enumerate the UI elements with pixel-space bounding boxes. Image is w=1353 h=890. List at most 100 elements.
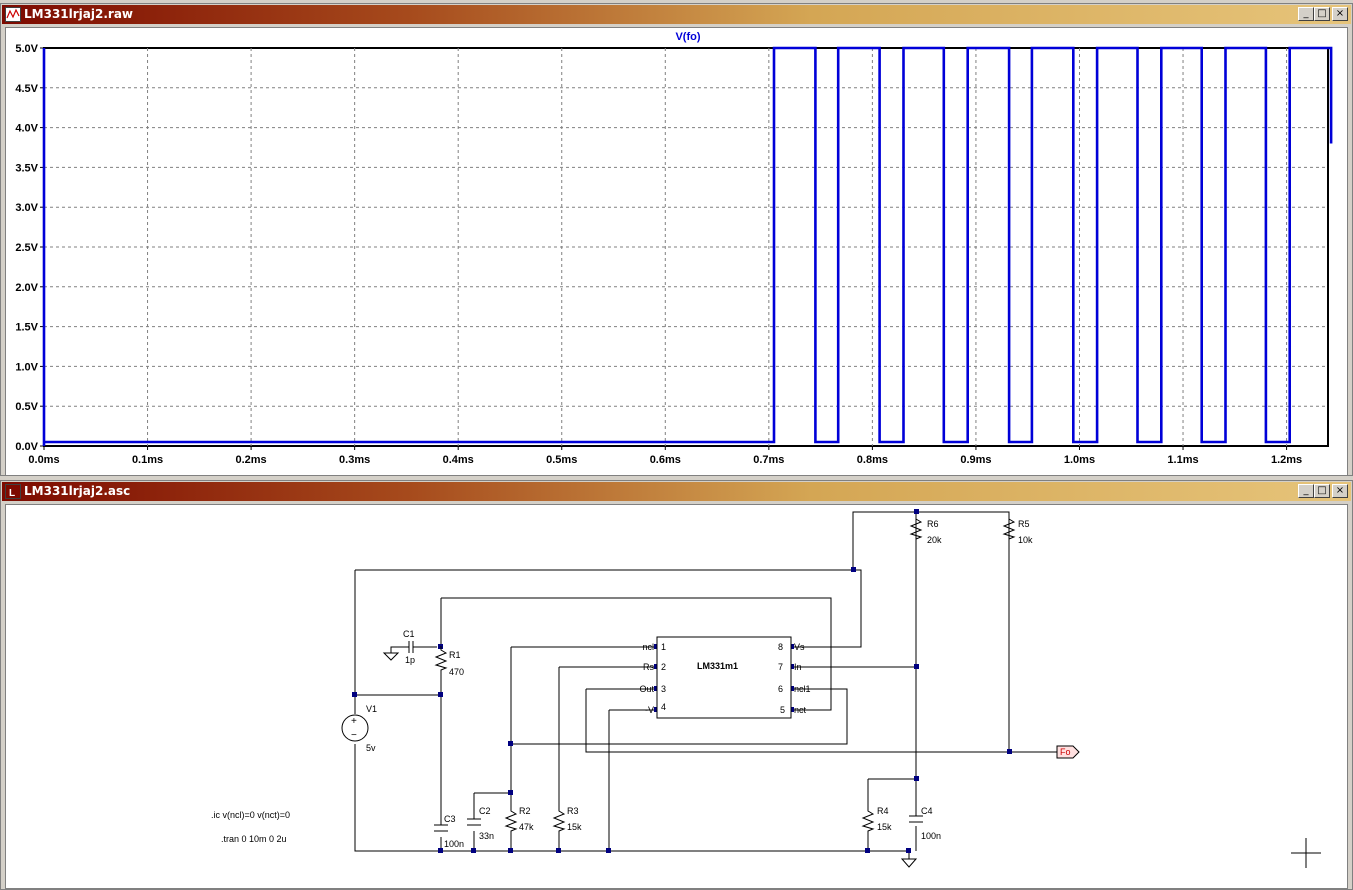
net-label-fo[interactable]: Fo [1056,745,1080,759]
maximize-button[interactable]: □ [1314,7,1330,21]
y-tick-label: 1.5V [15,322,38,334]
waveform-window-title: LM331lrjaj2.raw [24,7,134,21]
junction-dots [352,509,1012,853]
y-tick-label: 5.0V [15,43,38,55]
trace-v-fo[interactable] [42,46,1333,446]
ic-pin-label: In [794,662,802,672]
ic-pin-label: ncl1 [794,684,811,694]
schematic-window-title: LM331lrjaj2.asc [24,484,131,498]
r5-value: 10k [1018,535,1033,545]
x-tick-label: 0.1ms [132,454,163,466]
ic-pin-label: ncl [642,642,654,652]
c4-name: C4 [921,806,933,816]
x-tick-label: 0.4ms [443,454,474,466]
c2-value: 33n [479,831,494,841]
maximize-button[interactable]: □ [1314,484,1330,498]
r1-name: R1 [449,650,461,660]
resistor-r4[interactable]: R4 15k [861,806,892,833]
ic-pin-label: Vs [794,642,805,652]
x-tick-label: 1.0ms [1064,454,1095,466]
ic-pin-number: 3 [661,684,666,694]
x-tick-label: 0.3ms [339,454,370,466]
waveform-plot[interactable]: 0.0V0.5V1.0V1.5V2.0V2.5V3.0V3.5V4.0V4.5V… [6,28,1348,475]
x-tick-label: 0.9ms [960,454,991,466]
y-tick-label: 4.0V [15,123,38,135]
y-tick-label: 2.0V [15,282,38,294]
schematic-canvas[interactable]: LM331m1 ncl 1 Rs 2 Out 3 -V 4 8 Vs 7 In … [5,504,1348,889]
r3-value: 15k [567,822,582,832]
schematic-window: L LM331lrjaj2.asc _ □ × [0,480,1353,890]
ic-pin-label: -V [645,705,654,715]
ic-pin-number: 6 [778,684,783,694]
r2-name: R2 [519,806,531,816]
x-tick-label: 0.7ms [753,454,784,466]
schematic-icon: L [5,484,21,499]
ic-pin-number: 2 [661,662,666,672]
resistor-r5[interactable]: R5 10k [1002,515,1033,545]
close-button[interactable]: × [1332,484,1348,498]
x-tick-label: 0.8ms [857,454,888,466]
trace-name-label[interactable]: V(fo) [675,31,700,43]
x-tick-label: 0.5ms [546,454,577,466]
ic-pin-number: 1 [661,642,666,652]
capacitor-c2[interactable]: C2 33n [467,806,494,841]
x-tick-label: 0.6ms [650,454,681,466]
waveform-icon [5,7,21,22]
net-label-text: Fo [1060,747,1071,757]
y-tick-label: 2.5V [15,242,38,254]
r1-value: 470 [449,667,464,677]
schematic-drawing[interactable]: LM331m1 ncl 1 Rs 2 Out 3 -V 4 8 Vs 7 In … [6,505,1348,888]
capacitor-c1[interactable]: C1 1p [382,629,415,665]
r6-value: 20k [927,535,942,545]
r5-name: R5 [1018,519,1030,529]
c1-name: C1 [403,629,415,639]
ic-pin-number: 5 [780,705,785,715]
r4-name: R4 [877,806,889,816]
wires [354,511,1057,859]
crosshair-cursor-icon [1291,838,1321,868]
c4-value: 100n [921,831,941,841]
close-button[interactable]: × [1332,7,1348,21]
r3-name: R3 [567,806,579,816]
resistor-r2[interactable]: R2 47k [504,806,534,833]
minimize-button[interactable]: _ [1298,7,1314,21]
x-tick-label: 0.2ms [235,454,266,466]
voltage-source-v1[interactable]: + − V1 5v [341,704,377,753]
y-tick-label: 3.5V [15,162,38,174]
capacitor-c4[interactable]: C4 100n [909,806,941,841]
r2-value: 47k [519,822,534,832]
ic-pin-label: Out [639,684,654,694]
spice-directive-tran[interactable]: .tran 0 10m 0 2u [221,834,287,844]
svg-text:+: + [351,716,357,727]
y-tick-label: 4.5V [15,83,38,95]
ic-pin-label: nct [794,705,807,715]
capacitor-c3[interactable]: C3 100n [434,814,464,849]
resistor-r3[interactable]: R3 15k [552,806,582,833]
ic-pin-number: 4 [661,702,666,712]
c3-name: C3 [444,814,456,824]
resistor-r1[interactable]: R1 470 [434,646,464,677]
resistor-r6[interactable]: R6 20k [909,515,942,545]
y-tick-label: 3.0V [15,202,38,214]
lm331-ic[interactable]: LM331m1 ncl 1 Rs 2 Out 3 -V 4 8 Vs 7 In … [639,636,811,719]
ground-symbol [900,858,918,868]
x-tick-label: 0.0ms [28,454,59,466]
v1-value: 5v [366,743,376,753]
r6-name: R6 [927,519,939,529]
c3-value: 100n [444,839,464,849]
y-tick-label: 1.0V [15,361,38,373]
spice-directive-ic[interactable]: .ic v(ncl)=0 v(nct)=0 [211,810,290,820]
minimize-button[interactable]: _ [1298,484,1314,498]
ic-pin-label: Rs [643,662,654,672]
waveform-titlebar[interactable]: LM331lrjaj2.raw _ □ × [2,5,1351,24]
y-tick-label: 0.0V [15,441,38,453]
ic-pin-number: 8 [778,642,783,652]
c1-value: 1p [405,655,415,665]
svg-text:L: L [9,488,15,499]
ic-pin-number: 7 [778,662,783,672]
schematic-titlebar[interactable]: L LM331lrjaj2.asc _ □ × [2,482,1351,501]
v1-name: V1 [366,704,377,714]
x-tick-label: 1.2ms [1271,454,1302,466]
